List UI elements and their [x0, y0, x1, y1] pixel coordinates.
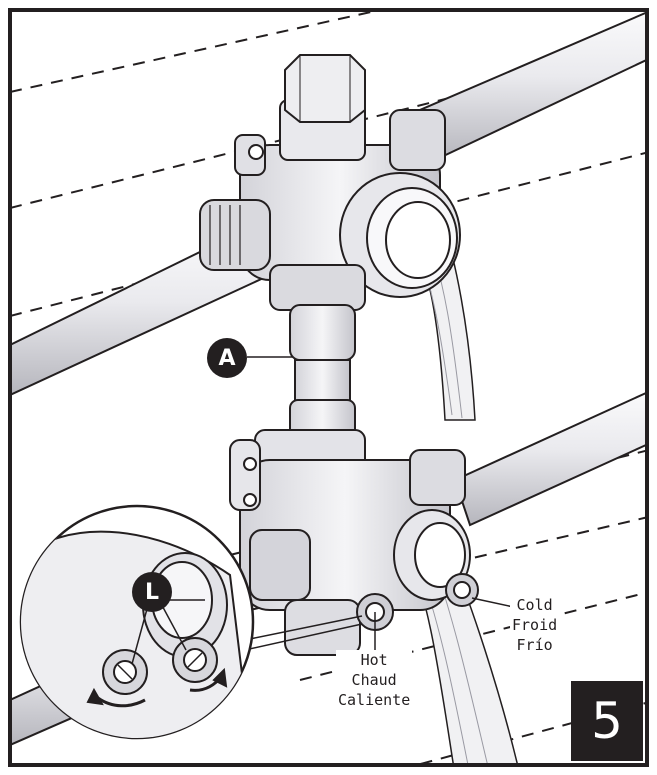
lower-valve-body	[229, 429, 479, 656]
cold-label: Cold Froid Frío	[510, 595, 560, 655]
inset-hot-screw	[102, 649, 148, 695]
detail-inset	[19, 504, 255, 740]
hot-label-en: Hot	[360, 651, 388, 669]
inset-cold-screw	[172, 637, 218, 683]
frame-border	[8, 8, 649, 767]
callout-l: L	[132, 572, 172, 612]
cold-label-fr: Froid	[512, 616, 558, 634]
upper-valve-body	[199, 54, 461, 311]
cold-label-en: Cold	[516, 596, 553, 614]
hot-label: Hot Chaud Caliente	[336, 650, 413, 710]
cold-adjustment-screw	[445, 573, 479, 607]
step-number-badge: 5	[571, 681, 643, 761]
rotation-arrow-left	[97, 696, 146, 708]
coupling-a	[289, 304, 356, 441]
callout-a: A	[207, 338, 247, 378]
cold-label-es: Frío	[516, 636, 553, 654]
hot-label-es: Caliente	[338, 691, 411, 709]
hot-label-fr: Chaud	[351, 671, 397, 689]
